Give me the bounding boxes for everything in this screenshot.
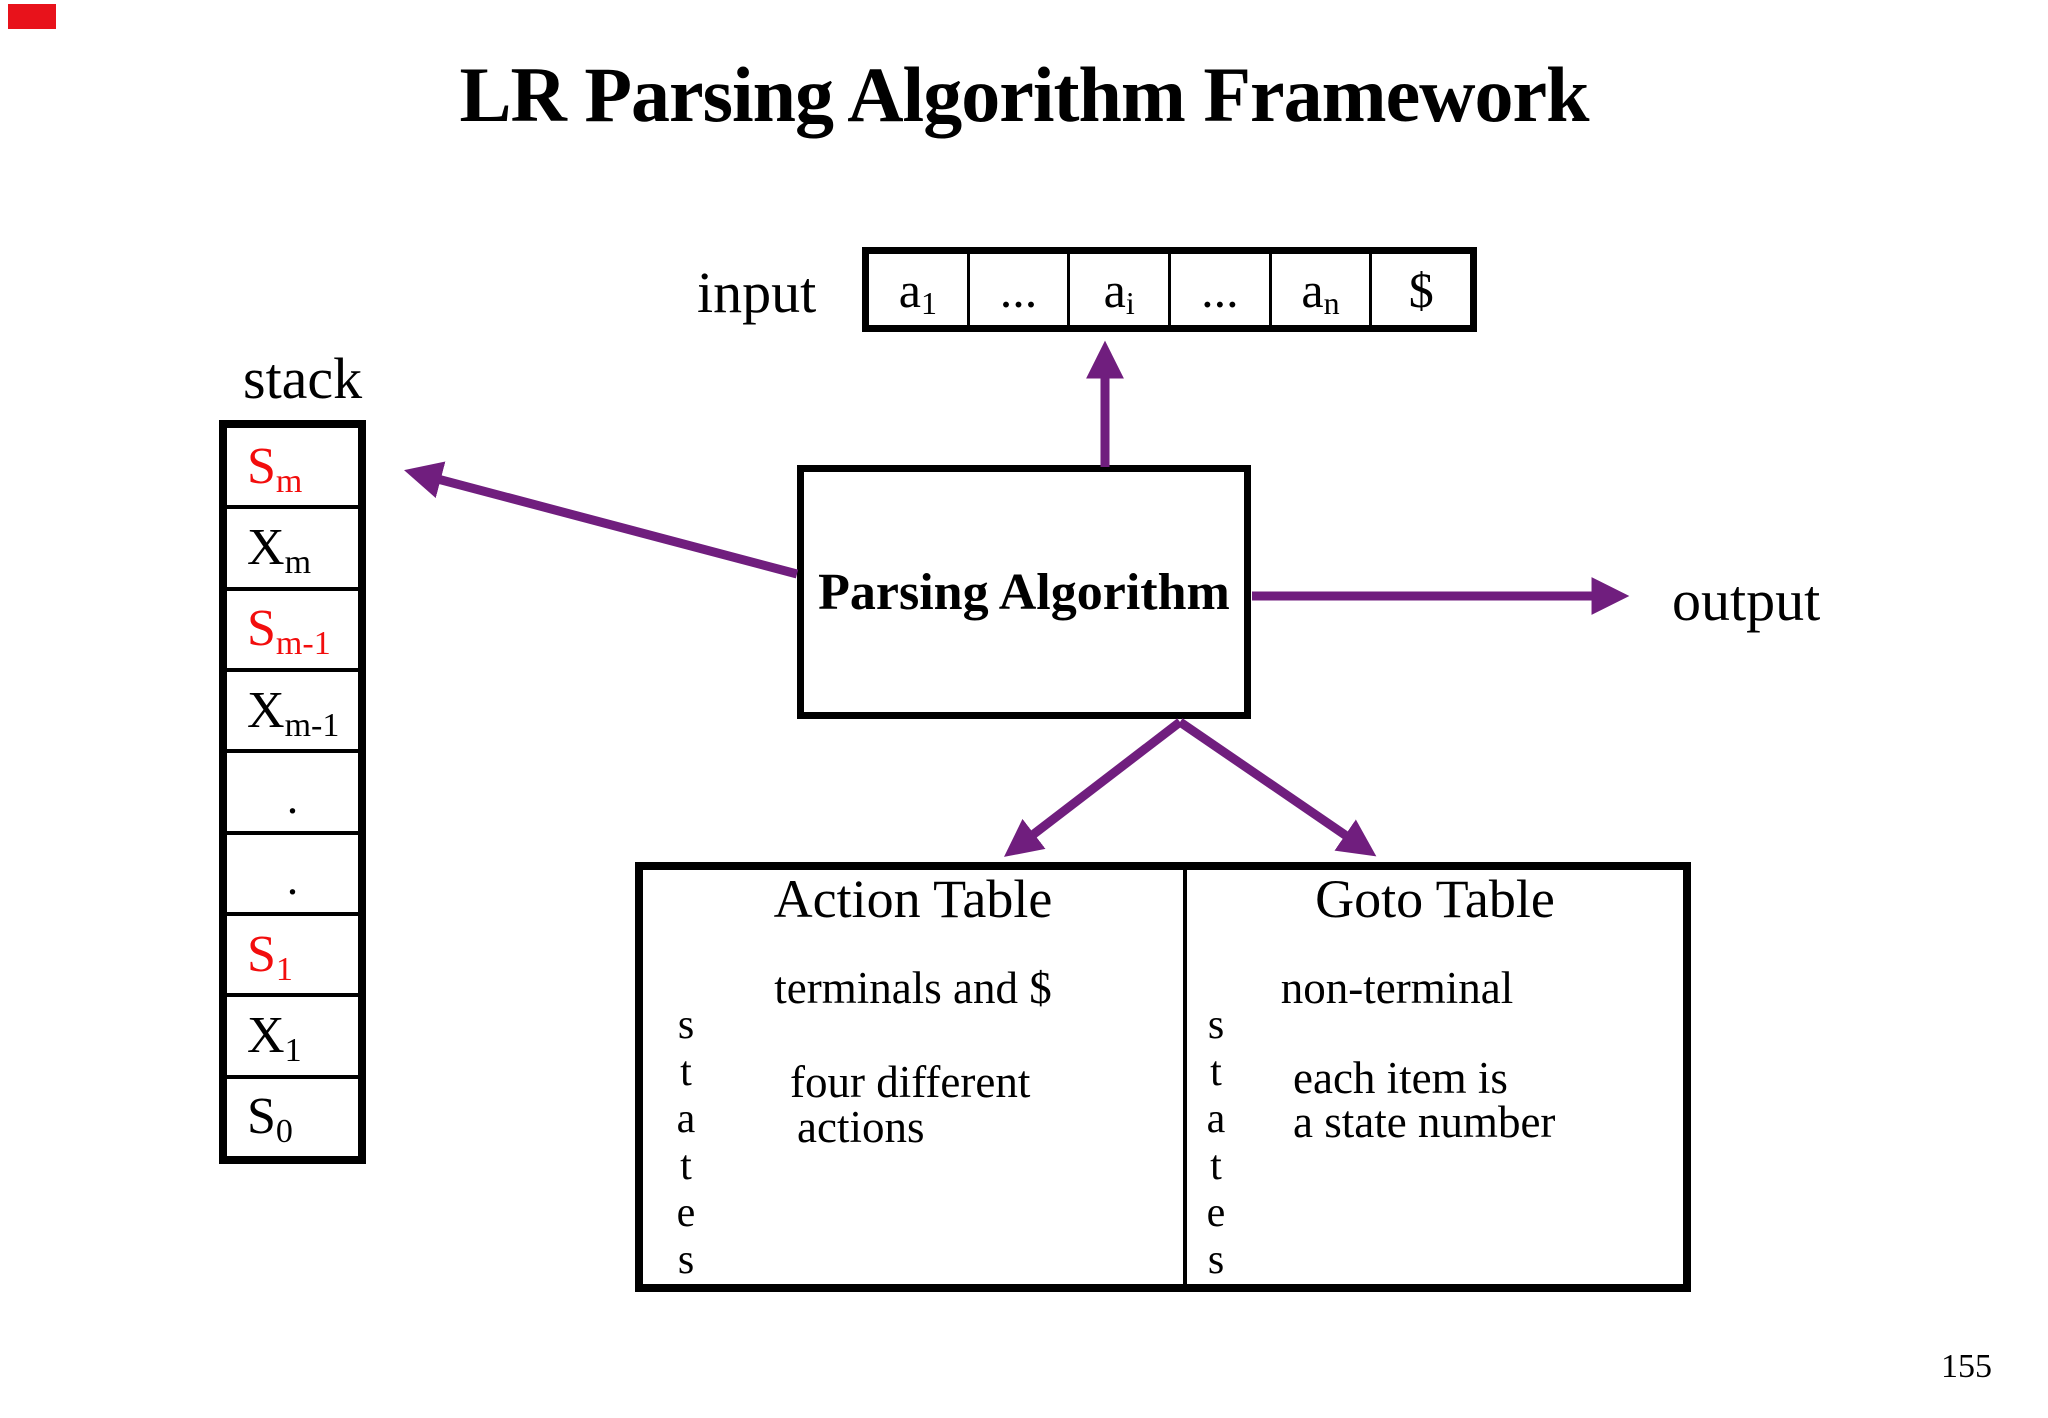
output-label: output [1672, 568, 1821, 633]
action-table-note-line2: actions [797, 1102, 925, 1152]
stack-row-subscript: m-1 [284, 706, 340, 744]
stack-row-text: S [247, 925, 276, 983]
stack-row-subscript: 1 [275, 950, 293, 988]
stack-row-text: X [247, 681, 285, 739]
goto-table-column-header: non-terminal [1280, 963, 1514, 1013]
parsing-algorithm-label: Parsing Algorithm [818, 563, 1230, 621]
arrow-to-stack [404, 461, 799, 579]
red-corner-marker [8, 4, 56, 29]
page-title: LR Parsing Algorithm Framework [459, 51, 1589, 138]
page-number: 155 [1941, 1348, 1992, 1385]
input-cell-subscript: 1 [920, 284, 937, 321]
input-cell-subscript: n [1323, 284, 1340, 321]
parsing-algorithm-box: Parsing Algorithm [797, 465, 1251, 719]
action-table-note-line1: four different [790, 1057, 1031, 1107]
input-label: input [697, 260, 817, 325]
tables-divider [1183, 870, 1187, 1284]
arrow-to-goto-table [1177, 718, 1377, 857]
stack-row-subscript: 1 [284, 1031, 302, 1069]
stack-row-text: S [247, 600, 276, 658]
input-cell: $ [1369, 254, 1470, 325]
action-table-column-header: terminals and $ [774, 963, 1052, 1013]
stack-row-subscript: m [275, 462, 303, 500]
input-cell-text: ... [999, 261, 1038, 318]
stack-row-ellipsis: . [227, 749, 358, 830]
input-cell-text: ... [1201, 261, 1239, 318]
goto-table-states-vertical: s t a t e s [1206, 1002, 1226, 1283]
input-cell-text: a [1301, 261, 1324, 318]
input-cell-text: a [898, 261, 921, 318]
stack-label: stack [243, 346, 363, 411]
goto-table-note-line1: each item is [1293, 1053, 1508, 1103]
action-table-states-vertical: s t a t e s [676, 1002, 696, 1283]
input-cell: ... [966, 254, 1068, 325]
stack-row-text: X [247, 518, 285, 576]
stack-row-text: S [247, 1088, 276, 1146]
stack-row-ellipsis: . [227, 830, 358, 912]
stack-row-text: . [286, 852, 299, 904]
action-goto-tables-box [635, 862, 1691, 1292]
stack-row-text: S [247, 437, 276, 495]
arrow-to-action-table [1003, 718, 1183, 857]
stack-row-text: X [247, 1006, 285, 1064]
stack-row-subscript: m [284, 543, 312, 581]
action-table-title: Action Table [773, 869, 1053, 929]
input-cell-subscript: i [1125, 284, 1135, 321]
input-cell: ... [1168, 254, 1269, 325]
goto-table-title: Goto Table [1315, 869, 1555, 929]
input-cell-text: $ [1408, 261, 1434, 318]
stack-row-subscript: 0 [275, 1113, 293, 1151]
stack-row-text: . [286, 771, 299, 823]
stack-row-subscript: m-1 [275, 625, 331, 663]
goto-table-note-line2: a state number [1293, 1097, 1556, 1147]
input-cell-text: a [1103, 261, 1126, 318]
